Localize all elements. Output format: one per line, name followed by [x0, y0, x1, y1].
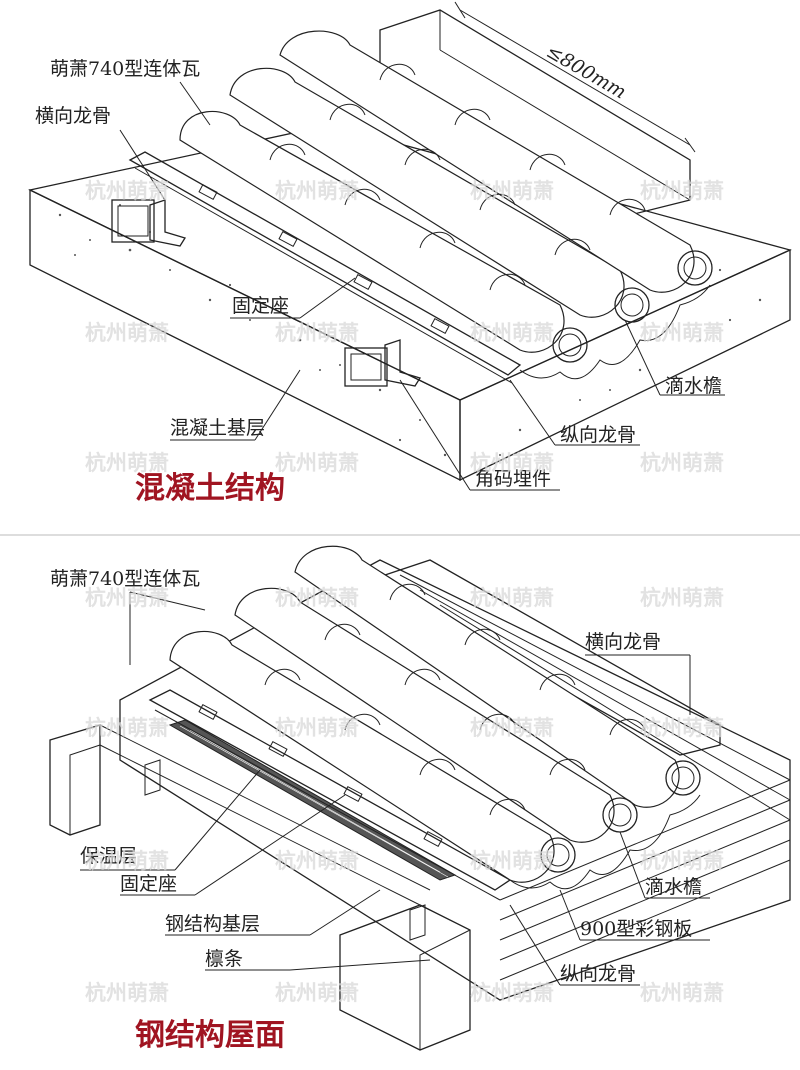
label-purlin: 檩条 [205, 948, 243, 970]
label-angle-embed: 角码埋件 [475, 468, 551, 490]
label-drip-eave-bottom: 滴水檐 [645, 876, 702, 898]
svg-text:杭州萌萧: 杭州萌萧 [85, 179, 169, 203]
label-long-keel-bottom: 纵向龙骨 [560, 963, 636, 985]
svg-text:杭州萌萧: 杭州萌萧 [85, 586, 169, 610]
angle-embed-2 [384, 339, 422, 387]
svg-text:杭州萌萧: 杭州萌萧 [85, 716, 169, 740]
barrel-tiles-top [179, 30, 695, 353]
purlin-front [339, 904, 471, 1051]
concrete-structure-drawing: ≤800mm 萌萧740型连体瓦 横向龙骨 固定座 混凝土基层 滴水檐 纵向龙骨… [28, 1, 792, 506]
svg-text:杭州萌萧: 杭州萌萧 [275, 586, 359, 610]
svg-text:杭州萌萧: 杭州萌萧 [85, 451, 169, 475]
svg-text:杭州萌萧: 杭州萌萧 [85, 321, 169, 345]
svg-text:杭州萌萧: 杭州萌萧 [85, 981, 169, 1005]
label-fixed-seat-top: 固定座 [232, 295, 289, 317]
fixed-seats-steel [144, 704, 443, 941]
label-cross-keel-top: 横向龙骨 [35, 105, 111, 127]
label-insulation: 保温层 [80, 845, 137, 867]
color-steel-panel [119, 559, 791, 1001]
dimension-line [454, 1, 696, 153]
svg-text:杭州萌萧: 杭州萌萧 [470, 849, 554, 873]
corrugation-lines [399, 574, 791, 981]
svg-text:杭州萌萧: 杭州萌萧 [470, 451, 554, 475]
longitudinal-keel [128, 151, 522, 376]
fixed-seats [198, 184, 450, 334]
leader-lines-bottom [80, 591, 710, 986]
svg-text:杭州萌萧: 杭州萌萧 [275, 451, 359, 475]
label-drip-eave-top: 滴水檐 [665, 375, 722, 397]
label-cross-keel-bottom: 横向龙骨 [585, 631, 661, 653]
svg-text:杭州萌萧: 杭州萌萧 [640, 849, 724, 873]
svg-text:杭州萌萧: 杭州萌萧 [470, 716, 554, 740]
section-title-steel: 钢结构屋面 [135, 1018, 285, 1053]
concrete-texture [58, 169, 762, 457]
svg-text:杭州萌萧: 杭州萌萧 [640, 179, 724, 203]
svg-text:杭州萌萧: 杭州萌萧 [275, 981, 359, 1005]
svg-text:杭州萌萧: 杭州萌萧 [640, 586, 724, 610]
label-concrete-base: 混凝土基层 [170, 417, 265, 439]
watermarks: 杭州萌萧 杭州萌萧 杭州萌萧 杭州萌萧 杭州萌萧 杭州萌萧 杭州萌萧 杭州萌萧 … [85, 179, 724, 1005]
svg-text:杭州萌萧: 杭州萌萧 [640, 451, 724, 475]
svg-text:杭州萌萧: 杭州萌萧 [275, 716, 359, 740]
section-title-concrete: 混凝土结构 [135, 471, 285, 506]
label-steel-base: 钢结构基层 [165, 913, 260, 935]
cross-keel-front-end [111, 199, 155, 243]
drip-eave-rosettes-steel [509, 760, 701, 890]
svg-text:杭州萌萧: 杭州萌萧 [470, 179, 554, 203]
label-color-steel: 900型彩钢板 [580, 918, 692, 940]
svg-text:杭州萌萧: 杭州萌萧 [470, 586, 554, 610]
leader-lines-top [119, 81, 725, 491]
barrel-tiles-bottom [169, 545, 680, 883]
svg-text:杭州萌萧: 杭州萌萧 [275, 849, 359, 873]
steel-structure-drawing: 萌萧740型连体瓦 横向龙骨 保温层 固定座 钢结构基层 檩条 滴水檐 900型… [49, 545, 791, 1053]
svg-text:杭州萌萧: 杭州萌萧 [275, 321, 359, 345]
concrete-slab-side [459, 248, 791, 482]
dimension-label: ≤800mm [543, 40, 630, 103]
label-fixed-seat-bottom: 固定座 [120, 873, 177, 895]
svg-text:杭州萌萧: 杭州萌萧 [470, 981, 554, 1005]
svg-text:杭州萌萧: 杭州萌萧 [640, 321, 724, 345]
svg-text:杭州萌萧: 杭州萌萧 [640, 716, 724, 740]
svg-text:杭州萌萧: 杭州萌萧 [470, 321, 554, 345]
svg-text:杭州萌萧: 杭州萌萧 [85, 849, 169, 873]
angle-embed-1 [149, 199, 187, 247]
label-tile-top: 萌萧740型连体瓦 [50, 58, 200, 80]
drip-eave-rosettes [519, 250, 713, 380]
cross-keel-mid-end [344, 347, 388, 387]
label-long-keel-top: 纵向龙骨 [560, 424, 636, 446]
svg-text:杭州萌萧: 杭州萌萧 [640, 981, 724, 1005]
label-tile-bottom: 萌萧740型连体瓦 [50, 568, 200, 590]
svg-text:杭州萌萧: 杭州萌萧 [275, 179, 359, 203]
purlin-back [49, 724, 101, 836]
